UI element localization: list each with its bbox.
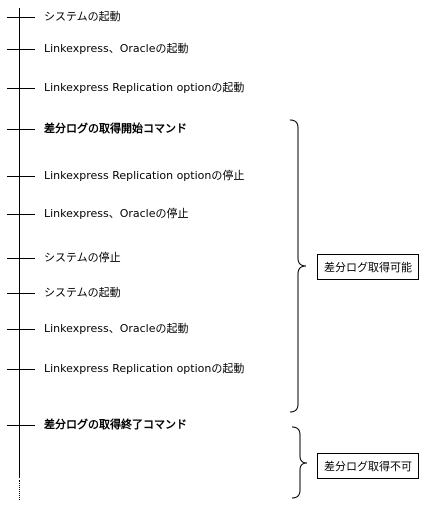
- step-label: 差分ログの取得終了コマンド: [44, 418, 187, 431]
- step-tick: [7, 258, 35, 259]
- step-label: システムの停止: [44, 251, 121, 264]
- step-tick: [7, 425, 35, 426]
- step-diff-log-end-command: 差分ログの取得終了コマンド: [0, 416, 300, 436]
- step-tick: [7, 176, 35, 177]
- step-label: システムの起動: [44, 286, 121, 299]
- step-system-start-1: システムの起動: [0, 8, 300, 28]
- timeline-axis: [19, 8, 20, 478]
- step-tick: [7, 129, 35, 130]
- step-tick: [7, 88, 35, 89]
- step-label: Linkexpress、Oracleの起動: [44, 42, 189, 55]
- step-linkexpress-oracle-stop: Linkexpress、Oracleの停止: [0, 205, 300, 225]
- step-replication-stop: Linkexpress Replication optionの停止: [0, 167, 300, 187]
- step-label: Linkexpress Replication optionの起動: [44, 362, 245, 375]
- step-replication-start-2: Linkexpress Replication optionの起動: [0, 360, 300, 380]
- step-tick: [7, 17, 35, 18]
- step-linkexpress-oracle-start-2: Linkexpress、Oracleの起動: [0, 320, 300, 340]
- step-label: Linkexpress、Oracleの起動: [44, 322, 189, 335]
- timeline-axis-continuation: [19, 480, 20, 500]
- step-tick: [7, 329, 35, 330]
- step-label: システムの起動: [44, 10, 121, 23]
- state-box-available: 差分ログ取得可能: [317, 254, 419, 280]
- step-system-start-2: システムの起動: [0, 284, 300, 304]
- step-tick: [7, 49, 35, 50]
- bracket-unavailable: [291, 426, 308, 499]
- bracket-available: [289, 119, 307, 413]
- step-label: 差分ログの取得開始コマンド: [44, 122, 187, 135]
- step-replication-start-1: Linkexpress Replication optionの起動: [0, 79, 300, 99]
- step-linkexpress-oracle-start-1: Linkexpress、Oracleの起動: [0, 40, 300, 60]
- step-system-stop: システムの停止: [0, 249, 300, 269]
- step-label: Linkexpress Replication optionの停止: [44, 169, 245, 182]
- state-box-unavailable: 差分ログ取得不可: [317, 453, 419, 479]
- step-tick: [7, 214, 35, 215]
- step-label: Linkexpress Replication optionの起動: [44, 81, 245, 94]
- step-diff-log-start-command: 差分ログの取得開始コマンド: [0, 120, 300, 140]
- step-tick: [7, 369, 35, 370]
- step-label: Linkexpress、Oracleの停止: [44, 207, 189, 220]
- step-tick: [7, 293, 35, 294]
